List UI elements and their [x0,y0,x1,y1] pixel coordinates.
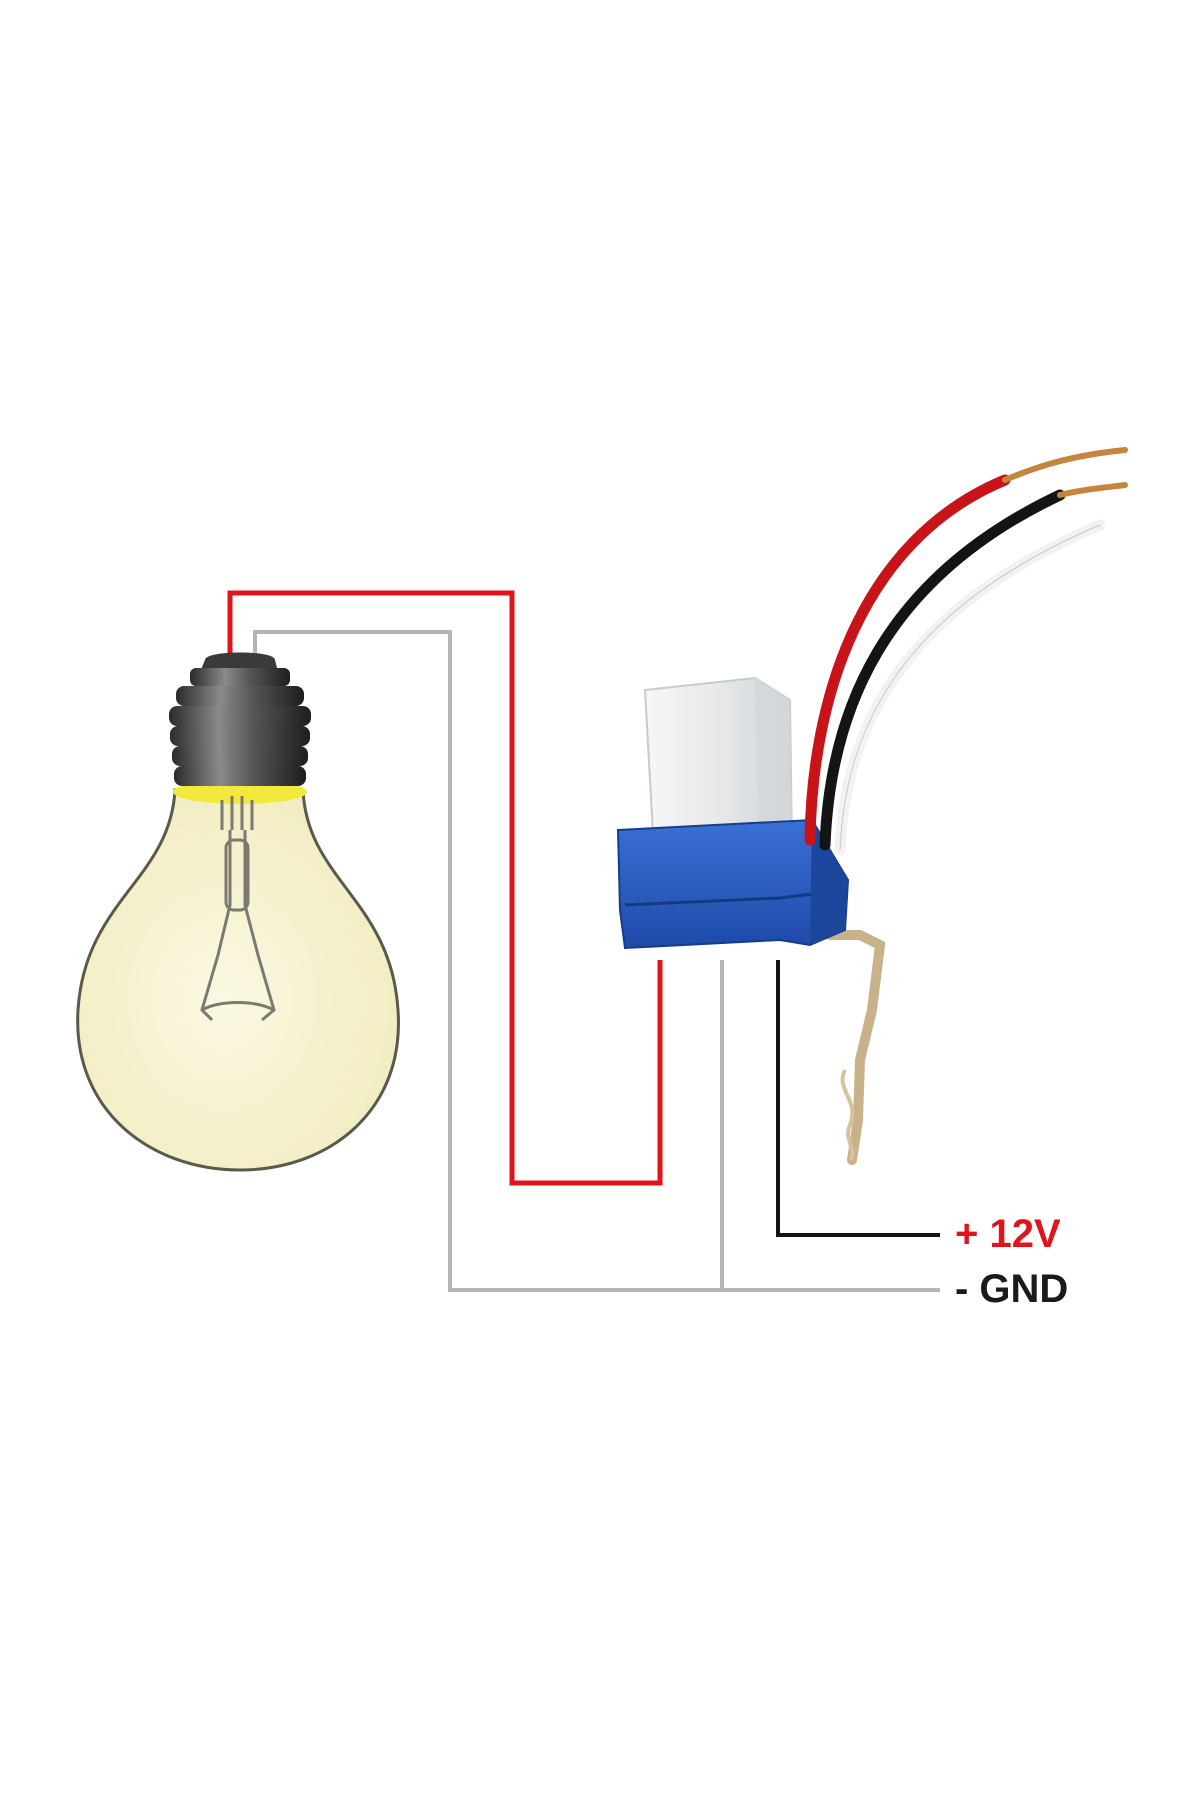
sensor-wire-white [834,519,1106,856]
neutral-wire [253,630,940,1292]
positive-12v-label: + 12V [955,1212,1061,1256]
sensor-output-wires [804,447,1128,856]
sensor-wire-red [804,474,1011,846]
bulb-base [169,652,311,786]
copper-strand-red [1002,447,1128,483]
bulb-glass [76,788,400,1172]
ground-label: - GND [955,1267,1068,1311]
bulb-filament [200,796,276,1022]
live-wire [227,590,663,1186]
copper-strand-black [1057,482,1128,498]
sensor-wire-white-edge [839,524,1101,851]
sensor-leads [825,930,886,1165]
photocell-light-sensor-icon [616,676,886,1165]
supply-wire [776,960,940,1237]
sensor-wire-black [819,489,1066,851]
light-bulb-icon [76,652,400,1172]
